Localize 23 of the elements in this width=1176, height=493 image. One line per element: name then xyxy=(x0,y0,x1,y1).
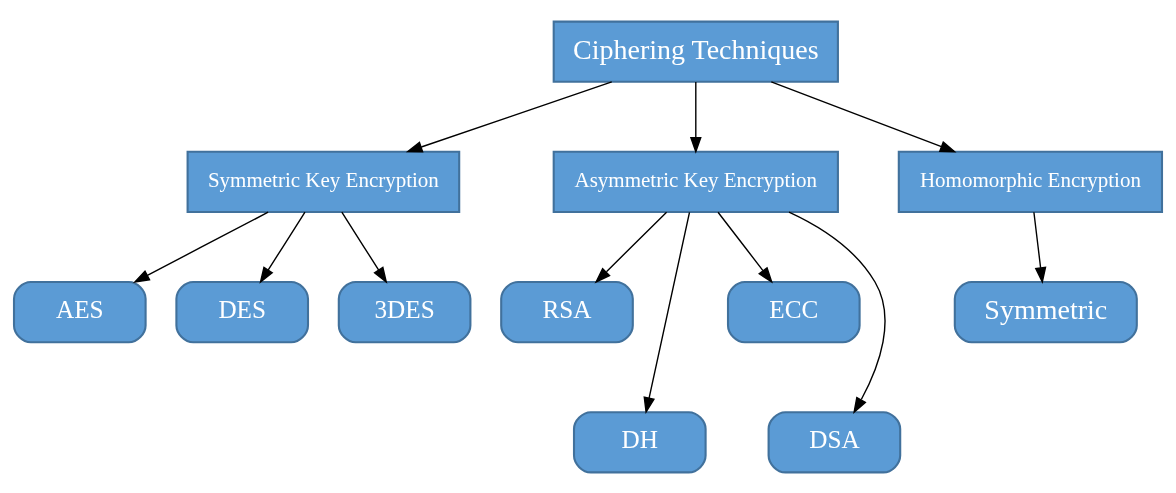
arrow xyxy=(259,211,306,284)
arrow xyxy=(1033,211,1047,284)
node-box: ECC xyxy=(726,280,861,343)
node-box: AES xyxy=(12,280,147,343)
arrow xyxy=(341,211,388,284)
node-box: Symmetric Key Encryption xyxy=(186,150,461,213)
node-box: DH xyxy=(572,410,707,473)
node-box: Homomorphic Encryption xyxy=(897,150,1164,213)
node-box: RSA xyxy=(500,280,634,343)
arrow xyxy=(643,211,691,414)
node-box: Ciphering Techniques xyxy=(552,20,839,83)
arrow xyxy=(717,211,773,284)
node-box: Symmetric xyxy=(953,280,1138,343)
node-box: Asymmetric Key Encryption xyxy=(552,150,839,213)
arrow xyxy=(788,210,886,414)
arrow xyxy=(133,211,269,283)
node-box: DES xyxy=(175,280,310,343)
arrow xyxy=(405,80,613,152)
arrow xyxy=(770,80,957,152)
node-box: 3DES xyxy=(337,280,472,343)
arrow xyxy=(594,211,668,283)
arrow xyxy=(689,80,702,154)
node-box: DSA xyxy=(767,410,902,473)
